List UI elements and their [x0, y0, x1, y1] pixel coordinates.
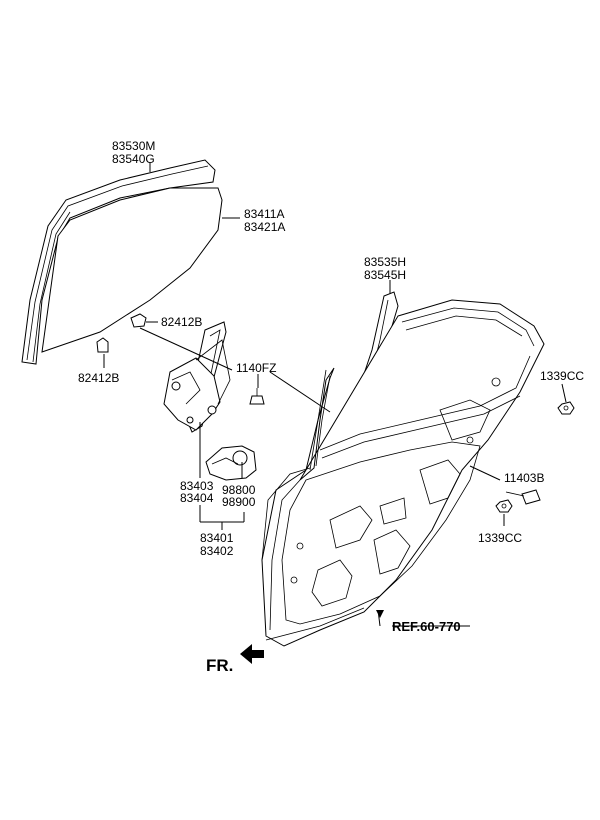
bolt-1140fz [249, 388, 265, 405]
label-83530M: 83530M [112, 139, 155, 153]
label-83535H: 83535H [364, 255, 406, 269]
leader-lines [103, 162, 567, 627]
label-98900: 98900 [222, 495, 256, 509]
label-1339CC-top: 1339CC [540, 369, 584, 383]
label-83421A: 83421A [244, 220, 285, 234]
label-83545H: 83545H [364, 268, 406, 282]
bolt-11403b [505, 489, 541, 505]
label-83402: 83402 [200, 544, 234, 558]
regulator-motor [205, 445, 257, 481]
window-regulator [130, 313, 231, 433]
front-label: FR. [206, 656, 233, 675]
glass-clip-bottom [96, 337, 109, 353]
label-11403B: 11403B [504, 471, 544, 485]
front-arrow-icon [240, 644, 264, 664]
nut-1339cc-bottom [495, 499, 513, 513]
nut-1339cc-top [557, 401, 575, 415]
door-panel [261, 299, 545, 647]
label-83540G: 83540G [112, 152, 155, 166]
label-83401: 83401 [200, 531, 234, 545]
label-82412B-top: 82412B [161, 315, 202, 329]
label-98800: 98800 [222, 483, 256, 497]
label-1140FZ: 1140FZ [236, 361, 276, 375]
label-1339CC-bottom: 1339CC [478, 531, 522, 545]
ref-pointer [376, 610, 470, 627]
label-83403: 83403 [180, 479, 214, 493]
label-82412B-bottom: 82412B [78, 371, 119, 385]
glass-run-channel [21, 159, 216, 365]
label-83404: 83404 [180, 491, 214, 505]
door-glass [41, 187, 223, 353]
label-83411A: 83411A [244, 207, 284, 221]
ref-label: REF.60-770 [392, 619, 461, 634]
